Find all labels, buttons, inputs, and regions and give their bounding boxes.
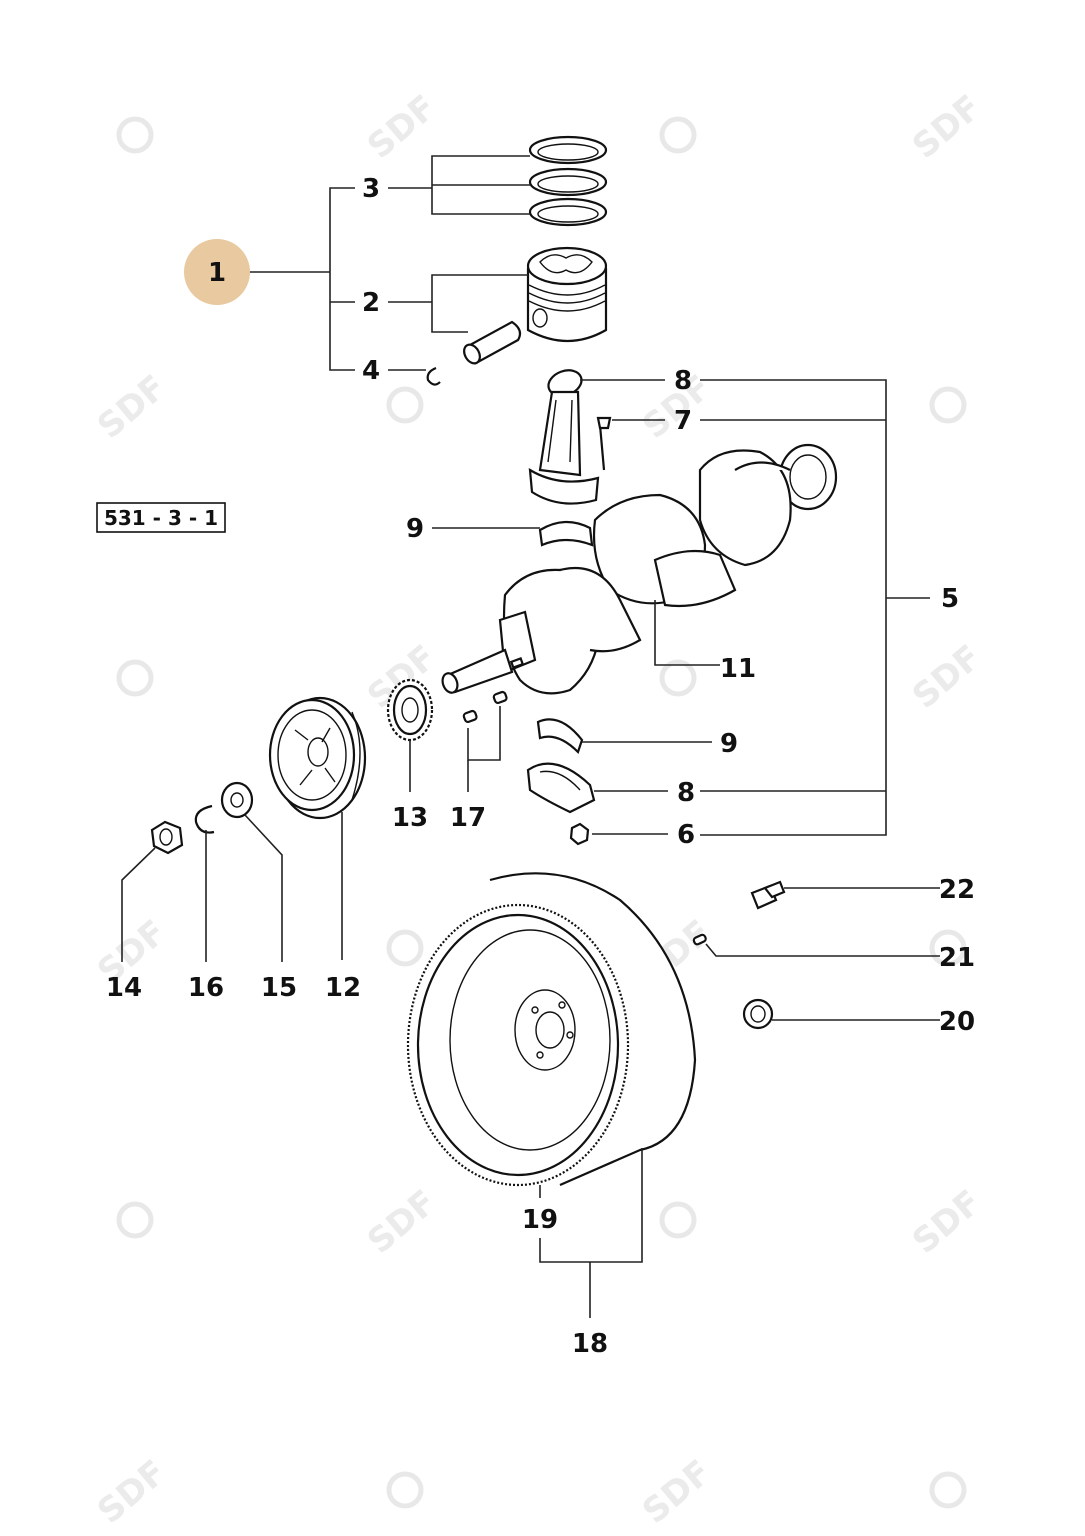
rod-nut-drawing [569, 822, 590, 846]
callout-17[interactable]: 17 [450, 803, 486, 833]
timing-gear-drawing [386, 678, 434, 742]
flywheel-drawing [406, 872, 697, 1187]
reference-code-box: 531 - 3 - 1 [96, 502, 226, 533]
watermark-logo-icon [929, 386, 967, 424]
watermark-text: SDF [635, 1452, 719, 1531]
watermark-logo-icon [116, 116, 154, 154]
callout-15[interactable]: 15 [261, 973, 297, 1003]
callout-14[interactable]: 14 [106, 973, 142, 1003]
woodruff-keys-drawing [462, 690, 508, 724]
watermark-logo-icon [659, 1201, 697, 1239]
watermark-logo-icon [116, 1201, 154, 1239]
piston-drawing [463, 246, 608, 365]
callout-16[interactable]: 16 [188, 973, 224, 1003]
watermark-text: SDF [360, 87, 444, 166]
watermark-logo-icon [386, 929, 424, 967]
callout-1[interactable]: 1 [184, 239, 250, 305]
callout-6[interactable]: 6 [677, 820, 695, 850]
callout-7[interactable]: 7 [674, 406, 692, 436]
reference-code: 531 - 3 - 1 [104, 506, 218, 530]
bearing-shell-upper-drawing [538, 520, 594, 547]
callout-12[interactable]: 12 [325, 973, 361, 1003]
callout-13[interactable]: 13 [392, 803, 428, 833]
watermark-text: SDF [90, 367, 174, 446]
callout-18[interactable]: 18 [572, 1329, 608, 1359]
watermark-text: SDF [360, 1182, 444, 1261]
dowel-pin-drawing [692, 933, 707, 946]
spring-washer-drawing [194, 804, 215, 834]
callout-11[interactable]: 11 [720, 654, 756, 684]
flat-washer-drawing [220, 781, 254, 819]
callout-20[interactable]: 20 [939, 1007, 975, 1037]
watermark-logo-icon [386, 1471, 424, 1509]
callout-2[interactable]: 2 [362, 288, 380, 318]
callout-5[interactable]: 5 [941, 584, 959, 614]
watermark-text: SDF [905, 637, 989, 716]
callout-22[interactable]: 22 [939, 875, 975, 905]
watermark-logo-icon [116, 659, 154, 697]
callout-1-highlight [184, 239, 250, 305]
callout-1-label: 1 [208, 258, 226, 288]
callout-3[interactable]: 3 [362, 174, 380, 204]
callout-8-rod-cap[interactable]: 8 [677, 778, 695, 808]
piston-rings-drawing [528, 135, 608, 227]
connecting-rod-drawing [528, 369, 612, 505]
watermark-logo-icon [929, 929, 967, 967]
crank-pulley-drawing [268, 696, 367, 820]
callout-8-connecting-rod[interactable]: 8 [674, 366, 692, 396]
callout-9-lower[interactable]: 9 [720, 729, 738, 759]
leader-lines [121, 155, 940, 1318]
crankshaft-drawing [441, 443, 838, 695]
bearing-seal-drawing [742, 998, 774, 1030]
watermark-logo-icon [386, 386, 424, 424]
circlip-drawing [426, 366, 441, 386]
callout-9-upper[interactable]: 9 [406, 514, 424, 544]
callout-19[interactable]: 19 [522, 1205, 558, 1235]
callout-4[interactable]: 4 [362, 356, 380, 386]
watermark-logo-icon [929, 1471, 967, 1509]
nut-drawing [150, 820, 184, 855]
rod-cap-drawing [526, 762, 596, 814]
bearing-shell-lower-drawing [536, 718, 584, 755]
watermark-text: SDF [905, 1182, 989, 1261]
flywheel-bolt-drawing [750, 880, 786, 910]
watermark-logo-icon [659, 116, 697, 154]
watermark-text: SDF [90, 1452, 174, 1531]
watermark-text: SDF [905, 87, 989, 166]
callout-21[interactable]: 21 [939, 943, 975, 973]
watermark-logo-icon [659, 659, 697, 697]
